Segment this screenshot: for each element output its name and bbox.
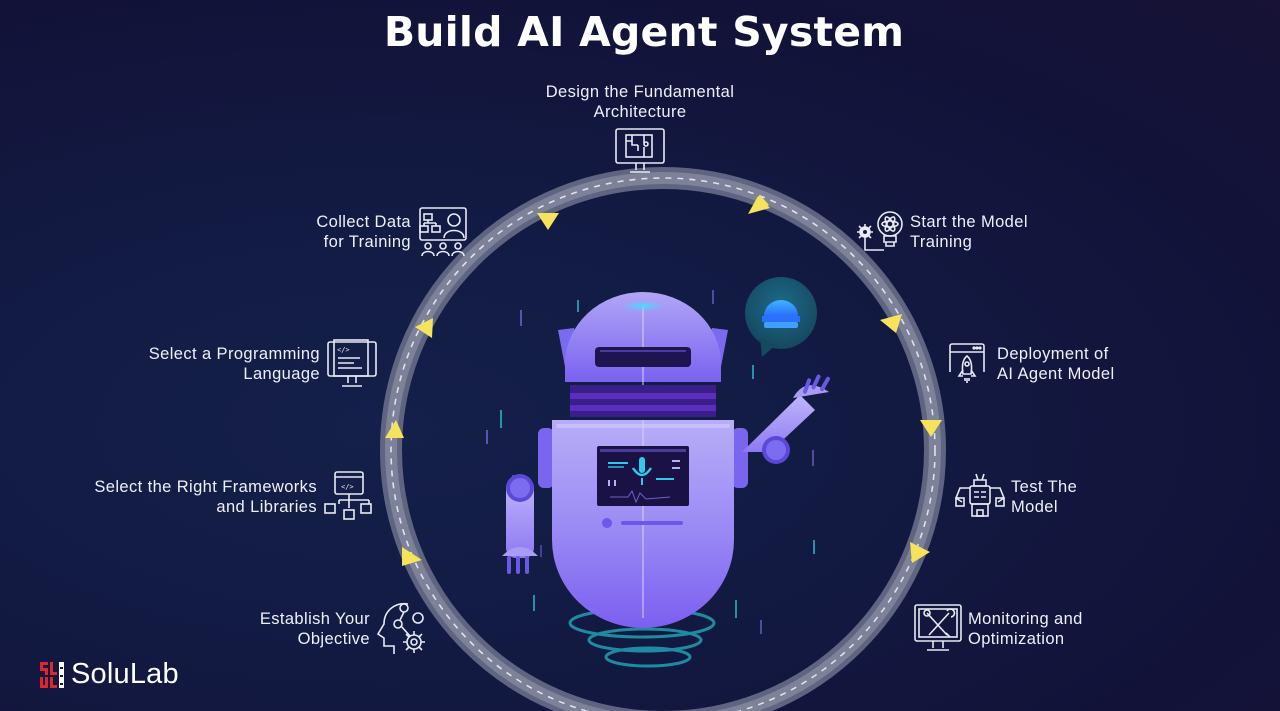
arrow-icon [385, 420, 404, 438]
arrow-icon [920, 420, 942, 437]
code-monitor-icon: </> [327, 339, 377, 387]
step-label-line1: Collect Data [316, 213, 411, 231]
rocket-window-icon [949, 343, 985, 383]
arrow-icon [402, 547, 422, 566]
brand-name: SoluLab [71, 658, 179, 690]
step-select-frameworks: Select the Right Frameworks and Librarie… [60, 477, 317, 517]
tools-monitor-icon [914, 604, 962, 651]
code-framework-icon: </> [324, 471, 372, 520]
speech-bubble-icon [745, 277, 817, 357]
gear-head-icon [376, 602, 425, 654]
step-establish-objective: Establish Your Objective [226, 609, 370, 649]
page-title: Build AI Agent System [383, 8, 905, 56]
step-test-model: Test The Model [1011, 477, 1101, 517]
step-label-line2: AI Agent Model [997, 365, 1115, 383]
arrow-icon [748, 196, 770, 214]
data-presentation-icon [419, 207, 467, 257]
step-monitoring: Monitoring and Optimization [968, 609, 1108, 649]
step-design-architecture: Design the Fundamental Architecture [520, 82, 760, 122]
step-deployment: Deployment of AI Agent Model [997, 344, 1137, 384]
arrow-icon [537, 213, 559, 230]
microphone-icon [631, 457, 653, 485]
step-label-line1: Establish Your [259, 610, 370, 628]
step-label-line1: Monitoring and [968, 610, 1083, 628]
arrow-icon [910, 542, 930, 563]
step-label-line1: Start the Model [910, 213, 1028, 231]
step-label-line2: for Training [323, 233, 411, 251]
blueprint-monitor-icon [615, 128, 665, 173]
step-label-line1: Select a Programming [148, 345, 320, 363]
lightbulb-gear-icon [857, 211, 903, 251]
svg-text:</>: </> [337, 346, 350, 354]
arrow-icon [880, 314, 902, 333]
step-label-line1: Design the Fundamental [545, 83, 735, 101]
robot-illustration [502, 292, 830, 628]
step-label-line2: Training [910, 233, 973, 251]
step-label-line2: Language [243, 365, 320, 383]
step-label-line2: and Libraries [216, 498, 317, 516]
arrow-icon [415, 318, 433, 338]
step-label-line2: Objective [297, 630, 370, 648]
direction-arrows [385, 195, 942, 566]
step-label-line2: Architecture [593, 103, 687, 121]
step-select-language: Select a Programming Language [120, 344, 320, 384]
brand-logo: SoluLab [39, 658, 179, 691]
step-label-line1: Deployment of [997, 345, 1109, 363]
step-collect-data: Collect Data for Training [290, 212, 411, 252]
robot-test-icon [955, 473, 1005, 517]
step-label-line1: Select the Right Frameworks [94, 478, 317, 496]
step-label-line2: Optimization [968, 630, 1065, 648]
step-model-training: Start the Model Training [910, 212, 1060, 252]
step-label-line1: Test The [1011, 478, 1078, 496]
step-label-line2: Model [1011, 498, 1058, 516]
solulab-logo-mark-icon [40, 661, 64, 688]
process-ring [380, 167, 946, 711]
svg-text:</>: </> [341, 483, 354, 491]
